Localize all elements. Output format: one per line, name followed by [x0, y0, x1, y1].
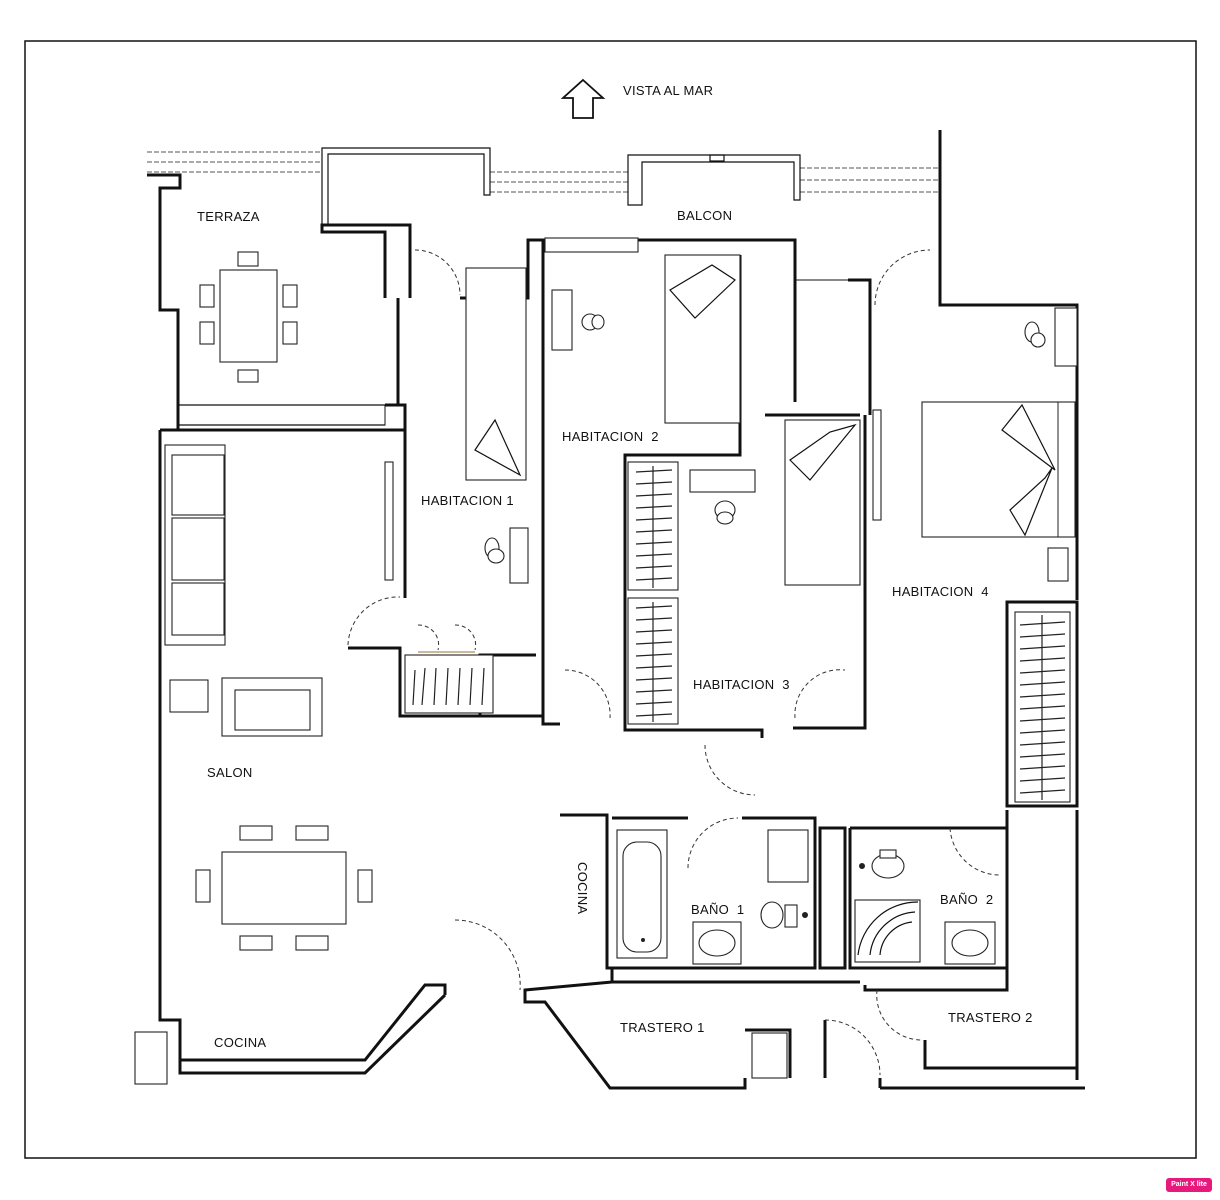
room-label-terraza: TERRAZA [197, 209, 260, 224]
bed-habitacion-2 [544, 237, 741, 424]
sofa [164, 444, 394, 737]
dining-table [195, 825, 373, 951]
storage-unit [751, 1032, 788, 1079]
room-label-balcon: BALCON [677, 208, 732, 223]
outer-frame [24, 40, 1197, 1159]
walls [147, 130, 1085, 1090]
room-label-habitacion-2: HABITACION 2 [562, 429, 659, 444]
room-label-bano-1: BAÑO 1 [691, 902, 744, 917]
room-label-salon: SALON [207, 765, 253, 780]
room-label-habitacion-3: HABITACION 3 [693, 677, 790, 692]
app-watermark-badge: Paint X lite [1166, 1178, 1212, 1192]
north-arrow-icon [560, 78, 606, 119]
terrace-table [199, 251, 298, 383]
room-label-trastero-2: TRASTERO 2 [948, 1010, 1033, 1025]
room-label-habitacion-1: HABITACION 1 [421, 493, 514, 508]
balcony-railing [147, 147, 940, 226]
bathroom-2-fixtures [854, 849, 996, 965]
room-label-bano-2: BAÑO 2 [940, 892, 993, 907]
wardrobes [627, 409, 882, 725]
doors [347, 249, 1001, 1076]
fridge [134, 1031, 168, 1085]
bed-habitacion-4 [921, 307, 1079, 808]
bed-habitacion-1 [404, 267, 529, 714]
room-label-cocina: COCINA [214, 1035, 266, 1050]
room-label-trastero-1: TRASTERO 1 [620, 1020, 705, 1035]
room-label-habitacion-4: HABITACION 4 [892, 584, 989, 599]
room-label-cocina-vertical: COCINA [575, 862, 590, 914]
bathroom-1-fixtures [616, 829, 809, 965]
sea-view-label: VISTA AL MAR [623, 83, 713, 98]
